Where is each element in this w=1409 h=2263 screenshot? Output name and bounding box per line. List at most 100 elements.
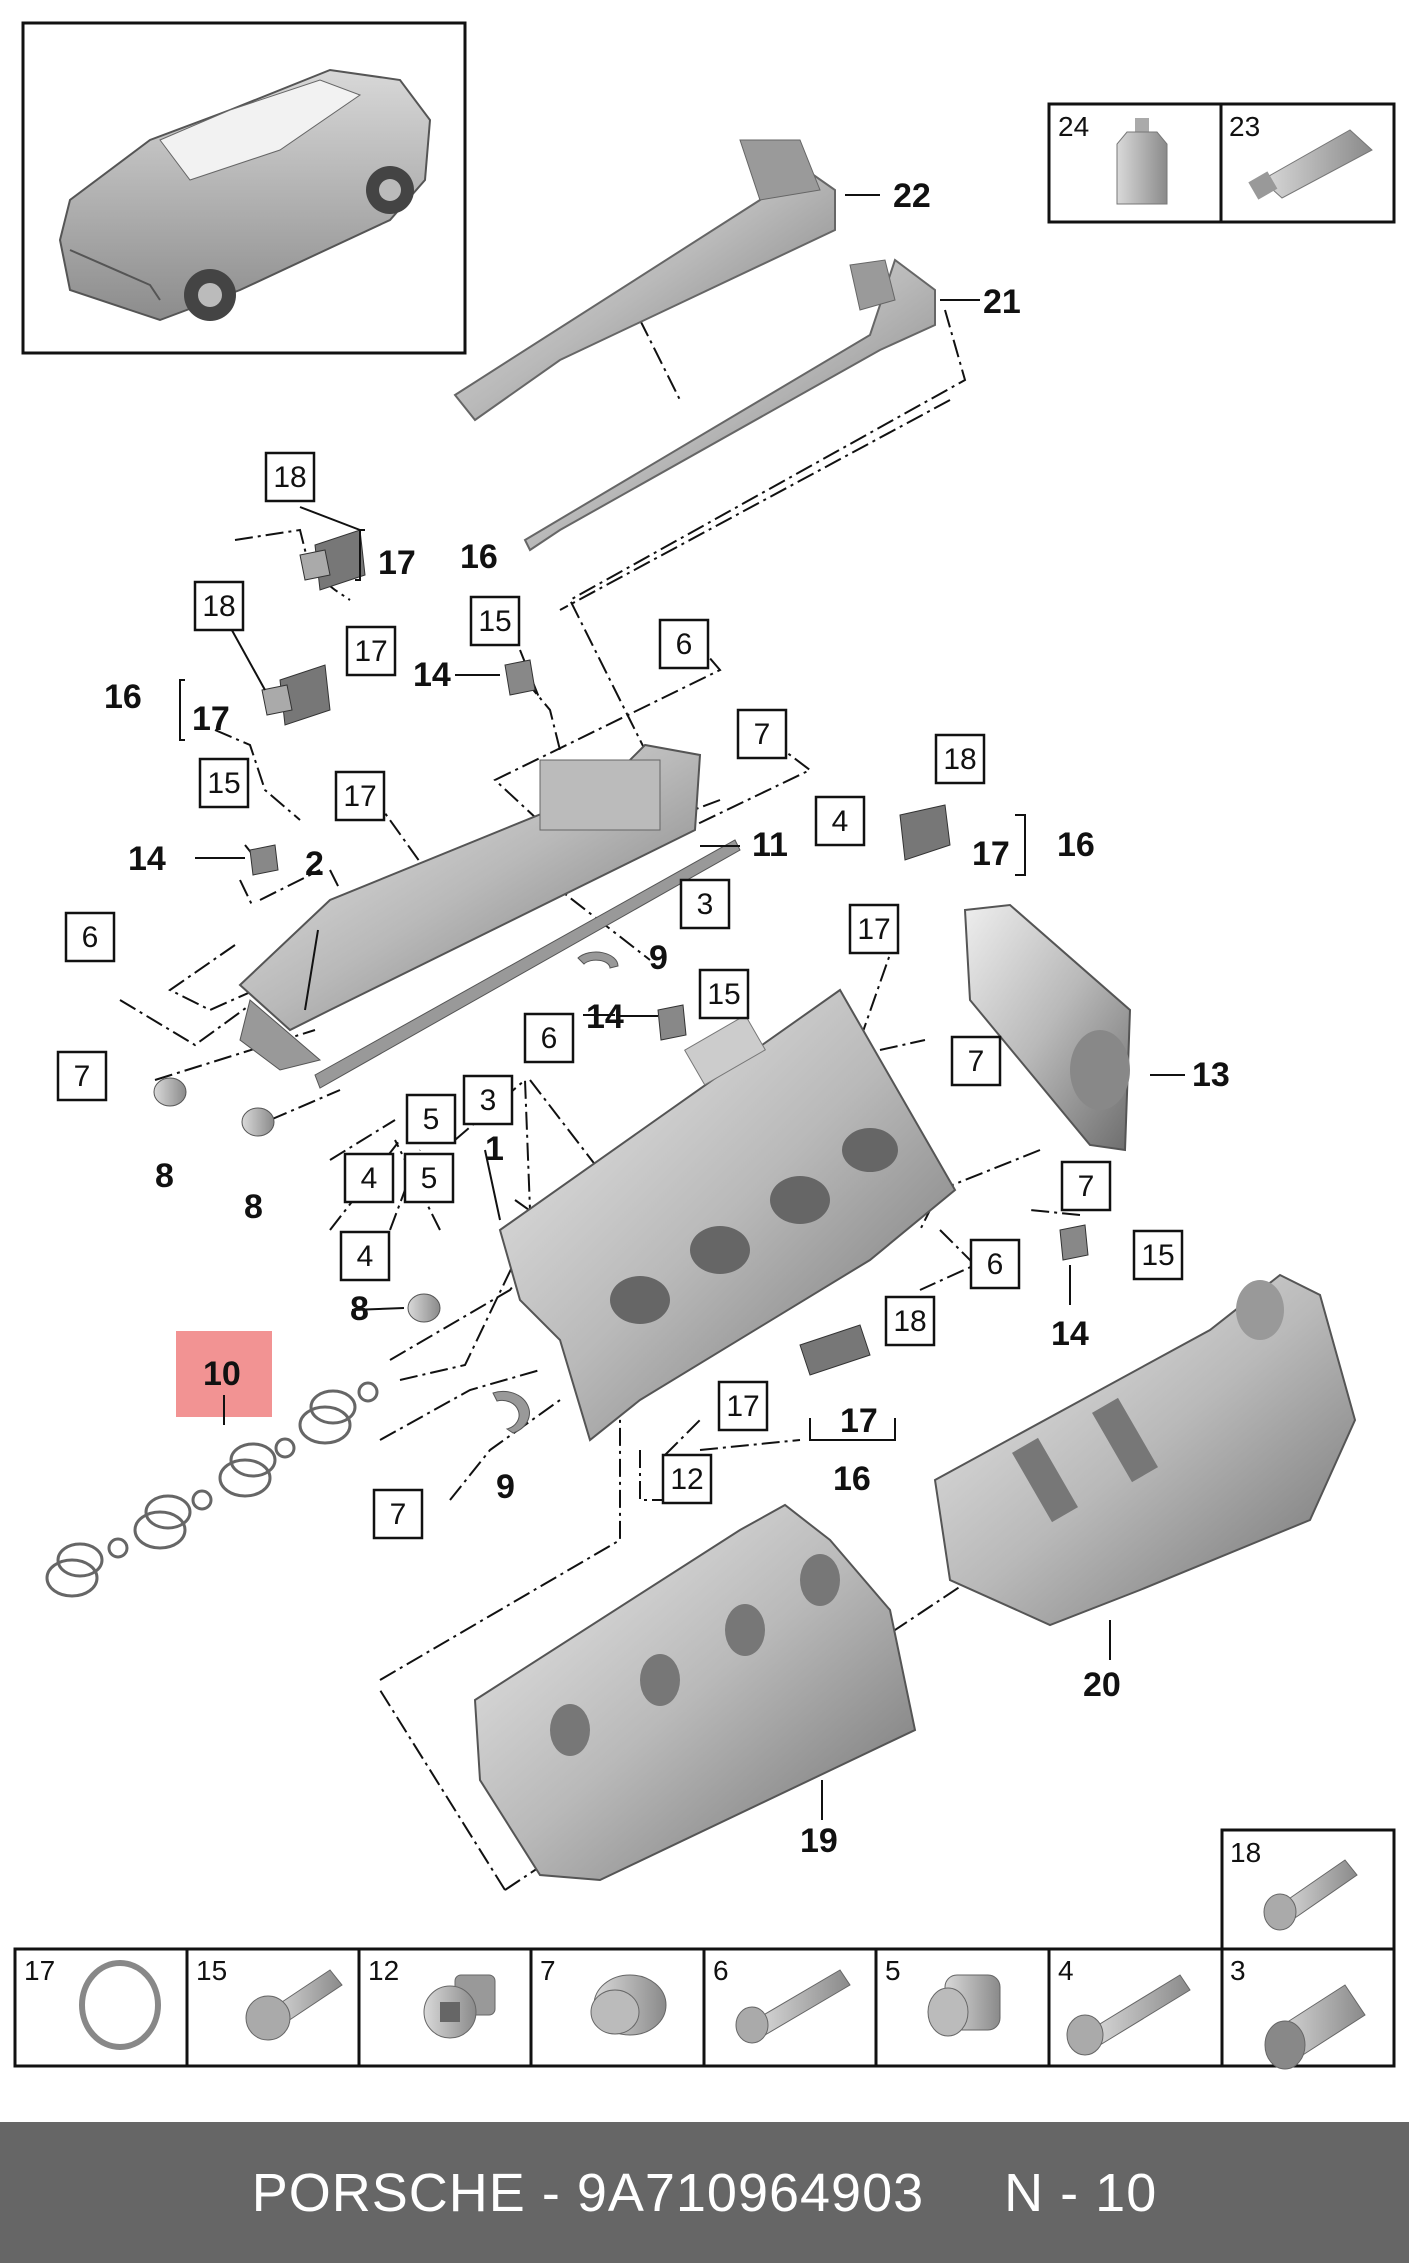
callout-8-b: 8	[244, 1188, 263, 1226]
callout-15-c: 15	[707, 978, 740, 1011]
o-ring-icon	[79, 1960, 161, 2050]
callout-17-c: 17	[857, 913, 890, 946]
callout-5-a: 5	[423, 1103, 440, 1136]
long-bolt-icon	[735, 1969, 851, 2044]
solenoid-lower	[799, 1324, 871, 1376]
callout-17-d: 17	[726, 1390, 759, 1423]
parts-row-item-2: 15	[196, 1955, 227, 1986]
gasket-parts-10	[45, 1381, 379, 1598]
bushing-icon	[1264, 1984, 1366, 2070]
footer-brand: PORSCHE	[251, 2162, 526, 2223]
callout-4-c: 4	[357, 1240, 374, 1273]
callout-17-f: 17	[192, 700, 230, 738]
callout-15-a: 15	[478, 605, 511, 638]
callout-14-d: 14	[1051, 1315, 1089, 1353]
callout-6-d: 6	[987, 1248, 1004, 1281]
accessory-23-label: 23	[1229, 111, 1260, 142]
parts-row-item-5: 6	[713, 1955, 729, 1986]
accessory-box: 24 23	[1047, 102, 1396, 224]
accessory-24-label: 24	[1058, 111, 1089, 142]
timing-cover-part-13	[963, 903, 1132, 1152]
callout-6-a: 6	[676, 628, 693, 661]
sealant-tube-icon	[1248, 129, 1373, 200]
solid-leaders	[179, 194, 1185, 1820]
callout-15-d: 15	[1141, 1239, 1174, 1272]
callout-16-d: 16	[833, 1460, 871, 1498]
sealant-bottle-icon	[1116, 118, 1168, 205]
callout-16-b: 16	[104, 678, 142, 716]
callout-7-b: 7	[968, 1045, 985, 1078]
footer-separator: -	[525, 2162, 577, 2223]
callout-20: 20	[1083, 1666, 1121, 1704]
parts-row-item-7: 4	[1058, 1955, 1074, 1986]
sleeve-icon	[927, 1974, 1001, 2037]
bearing-shell-parts-9	[492, 951, 619, 1434]
callout-7-a: 7	[754, 718, 771, 751]
callout-12: 12	[670, 1463, 703, 1496]
callout-5-b: 5	[421, 1162, 438, 1195]
callout-4-a: 4	[832, 805, 849, 838]
callout-10: 10	[203, 1355, 241, 1393]
plug-screw-icon	[423, 1974, 496, 2039]
callout-14-a: 14	[413, 656, 451, 694]
callout-boxes: 18 17 18 15 6 17 7 15 18 4 3 6 17 15 6 7…	[56, 451, 1184, 1540]
callout-13: 13	[1192, 1056, 1230, 1094]
callout-7-e: 7	[390, 1498, 407, 1531]
parts-row-item-1: 17	[24, 1955, 55, 1986]
callout-18-b: 18	[202, 590, 235, 623]
callout-15-b: 15	[207, 767, 240, 800]
callout-9-a: 9	[649, 939, 668, 977]
parts-row-item-8: 3	[1230, 1955, 1246, 1986]
sensor-parts	[249, 659, 1089, 1261]
solenoid-right	[899, 804, 951, 861]
parts-row-item-6: 5	[885, 1955, 901, 1986]
footer-part-number: 9A710964903	[576, 2162, 925, 2223]
parts-row-item-3: 12	[368, 1955, 399, 1986]
footer-text: PORSCHE - 9A710964903 N - 10	[252, 2162, 1157, 2224]
callout-18-d: 18	[893, 1305, 926, 1338]
cover-part-22	[453, 139, 836, 422]
callout-3-b: 3	[480, 1084, 497, 1117]
callout-11: 11	[752, 826, 788, 864]
callout-2: 2	[305, 845, 324, 883]
callout-18-c: 18	[943, 743, 976, 776]
camshaft-carrier-part-2	[238, 743, 702, 1071]
callout-17-b: 17	[343, 780, 376, 813]
callout-numbers: 22 21 17 16 14 16 17 14 2 11 17 16 9 14 …	[104, 177, 1230, 1860]
callout-6-c: 6	[541, 1022, 558, 1055]
callout-8-a: 8	[155, 1157, 174, 1195]
parts-reference-row: 18 17 15 12 7 6 5 4 3	[13, 1828, 1396, 2070]
bolt-icon-2	[1066, 1974, 1191, 2056]
callout-16-c: 16	[1057, 826, 1095, 864]
vehicle-thumbnail	[21, 21, 467, 355]
callout-17-a: 17	[354, 635, 387, 668]
threaded-plug-icon	[590, 1974, 667, 2036]
callout-17-h: 17	[840, 1402, 878, 1440]
cylinder-head-part-1	[498, 988, 957, 1442]
solenoid-mid	[261, 664, 331, 726]
footer-page: N - 10	[1004, 2162, 1158, 2223]
callout-7-d: 7	[1078, 1170, 1095, 1203]
cam-frame-part-20	[933, 1273, 1357, 1627]
parts-row-item-4: 7	[540, 1955, 556, 1986]
bolt-icon	[1263, 1859, 1358, 1931]
cover-part-21	[523, 258, 936, 552]
callout-7-c: 7	[74, 1060, 91, 1093]
callout-16-a: 16	[460, 538, 498, 576]
parts-row-top-label: 18	[1230, 1837, 1261, 1868]
callout-6-b: 6	[82, 921, 99, 954]
callout-22: 22	[893, 177, 931, 215]
callout-9-b: 9	[496, 1468, 515, 1506]
callout-4-b: 4	[361, 1162, 378, 1195]
screw-icon	[245, 1969, 343, 2041]
cylinder-head-lower-part-19	[473, 1503, 917, 1882]
callout-17-e: 17	[378, 544, 416, 582]
callout-19: 19	[800, 1822, 838, 1860]
callout-18-a: 18	[273, 461, 306, 494]
callout-21: 21	[983, 283, 1021, 321]
solenoid-upper	[299, 529, 366, 591]
callout-8-c: 8	[350, 1290, 369, 1328]
footer-bar: PORSCHE - 9A710964903 N - 10	[0, 2122, 1409, 2263]
callout-3-a: 3	[697, 888, 714, 921]
